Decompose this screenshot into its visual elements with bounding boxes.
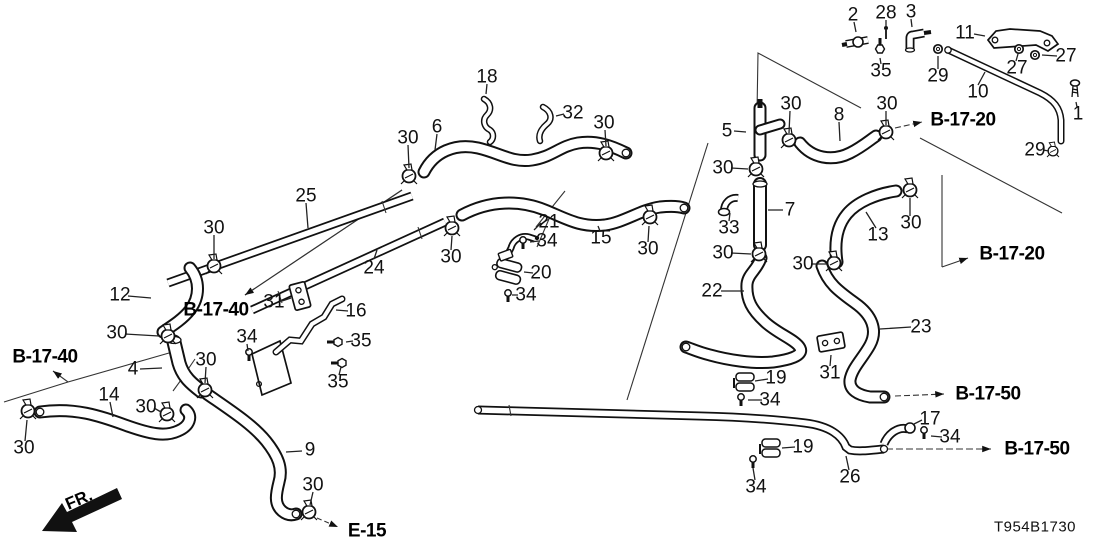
part-label-30[interactable]: 30 [397, 127, 419, 149]
part-label-23[interactable]: 23 [910, 316, 932, 338]
part-label-15[interactable]: 15 [590, 227, 612, 249]
part-label-21[interactable]: 21 [538, 211, 560, 233]
ref-label-b-17-40[interactable]: B-17-40 [12, 346, 78, 368]
part-label-34[interactable]: 34 [745, 476, 767, 498]
part-label-10[interactable]: 10 [967, 81, 989, 103]
stay-21 [497, 233, 540, 262]
fitting-2 [841, 36, 869, 48]
part-label-30[interactable]: 30 [106, 322, 128, 344]
part-label-19[interactable]: 19 [765, 367, 787, 389]
part-label-31[interactable]: 31 [819, 362, 841, 384]
part-label-34[interactable]: 34 [939, 426, 961, 448]
part-label-30[interactable]: 30 [712, 157, 734, 179]
ref-label-b-17-50[interactable]: B-17-50 [1004, 438, 1070, 460]
part-label-30[interactable]: 30 [780, 93, 802, 115]
bracket-11 [986, 28, 1060, 52]
part-label-29[interactable]: 29 [1024, 139, 1046, 161]
part-label-17[interactable]: 17 [919, 408, 941, 430]
ref-label-b-17-50[interactable]: B-17-50 [955, 383, 1021, 405]
label-leader-lines [24, 18, 1078, 506]
part-label-22[interactable]: 22 [701, 280, 723, 302]
bolt-1 [1069, 79, 1081, 98]
part-label-30[interactable]: 30 [876, 93, 898, 115]
part-label-7[interactable]: 7 [784, 199, 796, 221]
part-label-12[interactable]: 12 [109, 284, 131, 306]
part-label-9[interactable]: 9 [304, 439, 316, 461]
part-label-11[interactable]: 11 [955, 22, 975, 44]
part-label-32[interactable]: 32 [562, 102, 584, 124]
part-label-16[interactable]: 16 [345, 300, 367, 322]
part-label-30[interactable]: 30 [135, 396, 157, 418]
grommet-29-icon [932, 43, 944, 55]
part-label-3[interactable]: 3 [905, 1, 917, 23]
ref-label-b-17-40[interactable]: B-17-40 [183, 299, 249, 321]
ref-label-b-17-20[interactable]: B-17-20 [979, 243, 1045, 265]
part-label-30[interactable]: 30 [195, 349, 217, 371]
part-label-20[interactable]: 20 [530, 262, 552, 284]
part-label-30[interactable]: 30 [712, 242, 734, 264]
part-label-33[interactable]: 33 [718, 217, 740, 239]
part-label-29[interactable]: 29 [927, 65, 949, 87]
part-label-1[interactable]: 1 [1072, 103, 1084, 125]
fr-direction-arrow [42, 488, 122, 532]
part-label-35[interactable]: 35 [350, 330, 372, 352]
part-label-18[interactable]: 18 [476, 66, 498, 88]
part-label-30[interactable]: 30 [900, 212, 922, 234]
part-label-8[interactable]: 8 [833, 104, 845, 126]
part-label-34[interactable]: 34 [515, 284, 537, 306]
diagram-code: T954B1730 [993, 518, 1077, 536]
part-label-30[interactable]: 30 [302, 474, 324, 496]
ref-label-b-17-20[interactable]: B-17-20 [930, 109, 996, 131]
part-label-4[interactable]: 4 [127, 358, 139, 380]
grommet-27-icon [1013, 43, 1025, 55]
part-label-30[interactable]: 30 [593, 112, 615, 134]
part-label-13[interactable]: 13 [867, 224, 889, 246]
fitting-17 [879, 422, 916, 446]
part-label-27[interactable]: 27 [1006, 57, 1028, 79]
part-label-25[interactable]: 25 [295, 185, 317, 207]
fitting-3 [904, 28, 932, 53]
part-label-30[interactable]: 30 [440, 246, 462, 268]
part-label-30[interactable]: 30 [792, 253, 814, 275]
part-label-35[interactable]: 35 [870, 60, 892, 82]
part-label-34[interactable]: 34 [236, 326, 258, 348]
brackets-and-fittings [251, 26, 1081, 446]
part-label-30[interactable]: 30 [637, 238, 659, 260]
ref-label-e-15[interactable]: E-15 [347, 520, 387, 542]
part-label-6[interactable]: 6 [431, 116, 443, 138]
part-label-28[interactable]: 28 [875, 2, 897, 24]
part-label-30[interactable]: 30 [13, 437, 35, 459]
part-label-30[interactable]: 30 [203, 217, 225, 239]
fitting-33 [717, 193, 739, 217]
part-label-34[interactable]: 34 [536, 230, 558, 252]
part-label-24[interactable]: 24 [363, 257, 385, 279]
part-label-26[interactable]: 26 [839, 466, 861, 488]
part-label-14[interactable]: 14 [98, 384, 120, 406]
pin-28 [884, 26, 888, 39]
part-label-2[interactable]: 2 [847, 4, 859, 26]
part-label-35[interactable]: 35 [327, 371, 349, 393]
clamp-20 [491, 257, 523, 285]
part-label-34[interactable]: 34 [759, 389, 781, 411]
part-label-27[interactable]: 27 [1055, 45, 1077, 67]
part-label-19[interactable]: 19 [792, 436, 814, 458]
part-label-31[interactable]: 31 [263, 291, 285, 313]
part-label-5[interactable]: 5 [721, 120, 733, 142]
